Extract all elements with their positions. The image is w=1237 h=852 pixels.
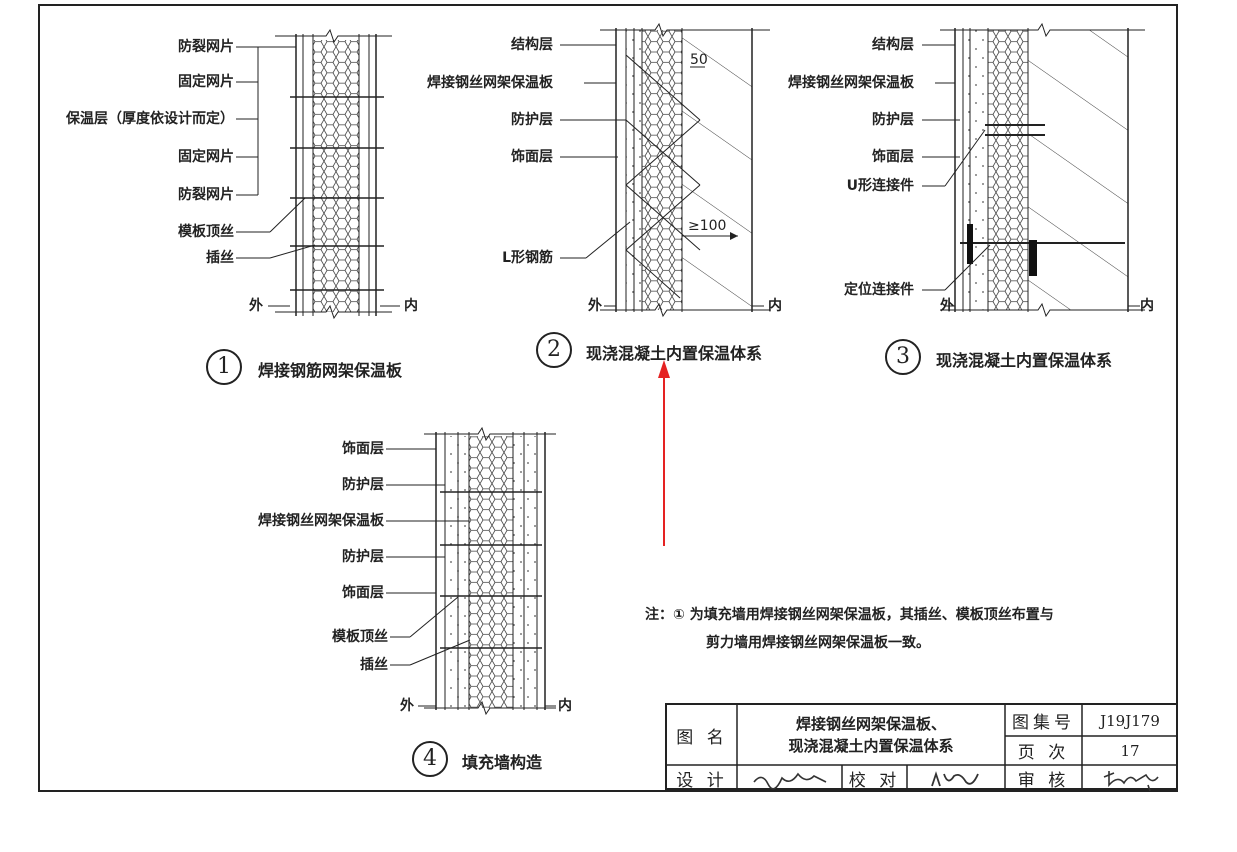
detail2-leaders (560, 44, 764, 307)
detail2-dim-50: 50 (690, 52, 708, 68)
detail2-label-structure: 结构层 (511, 37, 553, 53)
detail3-label-u-connector: U形连接件 (846, 178, 914, 194)
detail1-wall-section (275, 28, 392, 320)
detail1-label-crack-mesh-2: 防裂网片 (178, 187, 234, 203)
detail2-label-panel: 焊接钢丝网架保温板 (427, 75, 553, 91)
detail3-label-positioning: 定位连接件 (844, 282, 914, 298)
detail4-label-insert-wire: 插丝 (360, 657, 388, 673)
detail4-label-protection: 防护层 (342, 477, 384, 493)
detail3-outside-label: 外 (940, 298, 954, 314)
detail1-caption: 焊接钢筋网架保温板 (258, 361, 403, 380)
title-block-review-signature (1082, 765, 1178, 792)
drawing-sheet-border (38, 4, 1178, 792)
title-block-title-line2: 现浇混凝土内置保温体系 (788, 737, 954, 755)
title-block-check-label: 校 对 (848, 771, 901, 791)
title-block-page-label: 页 次 (1017, 743, 1070, 763)
detail4-label-formwork-wire: 模板顶丝 (332, 629, 388, 645)
title-block-title-line1: 焊接钢丝网架保温板、 (795, 715, 946, 733)
title-block-page-value: 17 (1120, 741, 1140, 760)
detail2-label-l-rebar: L形钢筋 (502, 250, 553, 266)
detail4-label-finish-2: 饰面层 (342, 585, 384, 601)
title-block-design-signature (737, 765, 842, 792)
detail1-inside-label: 内 (404, 298, 418, 314)
detail4-label-protection-2: 防护层 (342, 549, 384, 565)
title-block-review-label: 审 核 (1017, 771, 1070, 791)
title-block: 图 名 焊接钢丝网架保温板、 现浇混凝土内置保温体系 图集号 J19J179 页… (665, 703, 1178, 792)
title-block-name-label: 图 名 (676, 727, 728, 748)
detail3-caption: 现浇混凝土内置保温体系 (936, 351, 1113, 370)
detail3-wall-section (940, 22, 1145, 318)
detail1-label-fixing-mesh: 固定网片 (178, 74, 234, 90)
detail2-wall-section (600, 22, 770, 318)
detail1-label-insert-wire: 插丝 (206, 250, 234, 266)
title-block-grid (667, 705, 1178, 792)
note-line-1: 注：① 为填充墙用焊接钢丝网架保温板，其插丝、模板顶丝布置与 (645, 607, 1054, 623)
title-block-atlas-value: J19J179 (1100, 711, 1160, 730)
detail1-number-circle: 1 (206, 349, 242, 385)
detail4-wall-section (424, 426, 556, 716)
detail2-inside-label: 内 (768, 298, 782, 314)
detail3-label-structure: 结构层 (872, 37, 914, 53)
detail1-outside-label: 外 (249, 298, 263, 314)
detail3-number-circle: 3 (885, 339, 921, 375)
designer-signature-icon (752, 772, 826, 790)
title-block-atlas-label: 图集号 (1012, 713, 1075, 733)
detail2-dim-100: ≥100 (688, 218, 727, 234)
detail4-outside-label: 外 (400, 698, 414, 714)
detail1-label-insulation: 保温层（厚度依设计而定） (66, 111, 234, 127)
detail4-label-panel: 焊接钢丝网架保温板 (258, 513, 384, 529)
detail2-outside-label: 外 (588, 298, 602, 314)
title-block-check-signature (907, 765, 1005, 792)
detail2-caption: 现浇混凝土内置保温体系 (586, 344, 763, 363)
detail4-caption: 填充墙构造 (462, 753, 543, 772)
detail3-label-protection: 防护层 (872, 112, 914, 128)
detail4-leaders (386, 448, 556, 707)
annotation-arrow (658, 360, 670, 546)
detail3-label-finish: 饰面层 (872, 149, 914, 165)
detail4-label-finish: 饰面层 (342, 441, 384, 457)
detail1-label-fixing-mesh-2: 固定网片 (178, 149, 234, 165)
detail4-number-circle: 4 (412, 741, 448, 777)
note-line-2: 剪力墙用焊接钢丝网架保温板一致。 (706, 635, 930, 651)
detail2-label-protection: 防护层 (511, 112, 553, 128)
detail1-leaders (236, 46, 400, 307)
detail1-label-formwork-wire: 模板顶丝 (178, 224, 234, 240)
detail1-label-crack-mesh: 防裂网片 (178, 39, 234, 55)
title-block-title: 焊接钢丝网架保温板、 现浇混凝土内置保温体系 (737, 705, 1005, 765)
checker-signature-icon (931, 770, 979, 786)
detail4-inside-label: 内 (558, 698, 572, 714)
detail2-number-circle: 2 (536, 332, 572, 368)
detail3-leaders (922, 44, 1140, 307)
title-block-design-label: 设 计 (676, 771, 728, 791)
detail2-label-finish: 饰面层 (511, 149, 553, 165)
detail3-inside-label: 内 (1140, 298, 1154, 314)
reviewer-signature-icon (1103, 770, 1159, 791)
detail3-label-panel: 焊接钢丝网架保温板 (788, 75, 914, 91)
